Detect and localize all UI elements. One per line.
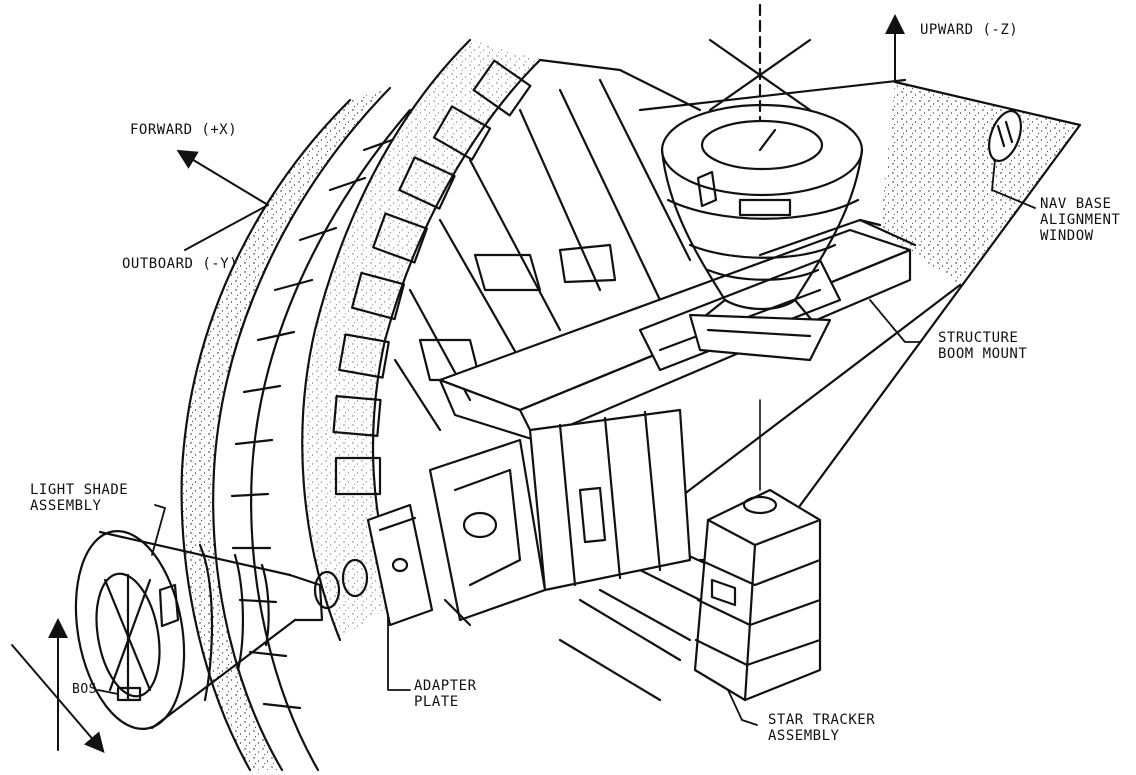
leader-lines bbox=[97, 159, 1036, 726]
structure-label-line-1: STRUCTURE bbox=[938, 330, 1019, 346]
nav-base-label-line-2: ALIGNMENT bbox=[1040, 212, 1121, 228]
spacer-rings bbox=[313, 558, 369, 610]
mounting-tube bbox=[528, 408, 692, 592]
light-shade-label-line-2: ASSEMBLY bbox=[30, 498, 102, 514]
structure-label-line-2: BOOM MOUNT bbox=[938, 346, 1028, 362]
reference-crosshair bbox=[708, 3, 812, 152]
outboard-axis-label: OUTBOARD (-Y) bbox=[122, 256, 239, 272]
nav-base-alignment-window-label: NAV BASE ALIGNMENT WINDOW bbox=[1040, 196, 1120, 244]
adapter-plate-label-line-1: ADAPTER bbox=[414, 678, 477, 694]
nav-base-alignment-window bbox=[988, 110, 1022, 162]
forward-axis-label: FORWARD (+X) bbox=[130, 122, 238, 138]
nav-base-label-line-3: WINDOW bbox=[1040, 228, 1094, 244]
star-tracker-assembly-label: STAR TRACKER ASSEMBLY bbox=[768, 712, 875, 744]
light-shade-cone bbox=[74, 530, 324, 730]
axis-arrows bbox=[11, 14, 905, 754]
outer-bulkhead-frame bbox=[180, 86, 412, 772]
adapter-plate-label-line-2: PLATE bbox=[414, 694, 459, 710]
upward-axis-label: UPWARD (-Z) bbox=[920, 22, 1019, 38]
fitting-block bbox=[428, 438, 547, 627]
nav-base-cone bbox=[660, 103, 864, 362]
adapter-plate bbox=[366, 503, 434, 627]
star-tracker-box bbox=[693, 399, 822, 702]
star-tracker-label-line-1: STAR TRACKER bbox=[768, 712, 876, 728]
star-tracker-label-line-2: ASSEMBLY bbox=[768, 728, 840, 744]
light-shade-label-line-1: LIGHT SHADE bbox=[30, 482, 129, 498]
bos-label: BOS bbox=[72, 682, 97, 697]
nav-base-label-line-1: NAV BASE bbox=[1040, 196, 1112, 212]
inner-frame-cells bbox=[301, 38, 542, 642]
structure-boom-mount-label: STRUCTURE BOOM MOUNT bbox=[938, 330, 1027, 362]
adapter-plate-label: ADAPTER PLATE bbox=[414, 678, 477, 710]
light-shade-assembly-label: LIGHT SHADE ASSEMBLY bbox=[30, 482, 128, 514]
structure-boom bbox=[438, 218, 917, 442]
